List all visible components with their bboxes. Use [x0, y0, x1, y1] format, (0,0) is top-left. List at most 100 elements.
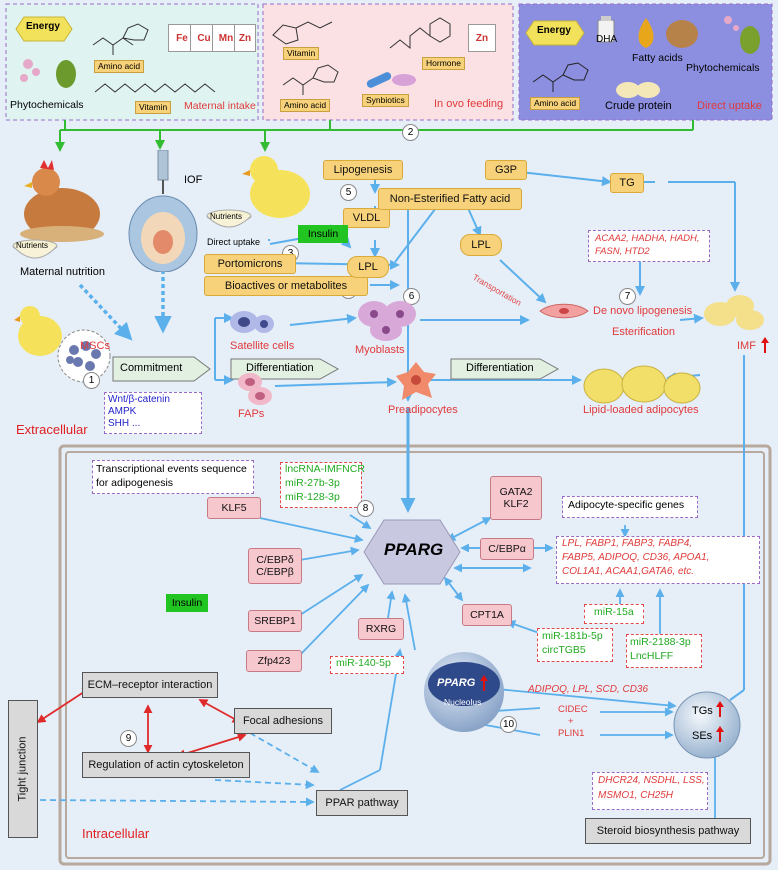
vitamin-structure-icon [272, 21, 333, 45]
vldl-box: VLDL [343, 208, 390, 228]
vitamin-structure-icon [94, 83, 216, 93]
pparg-up-arrow-icon [480, 675, 488, 691]
ncrna-mir128: miR-128-3p [285, 491, 340, 503]
step-number-6: 6 [403, 288, 420, 305]
amino-acid-tag: Amino acid [280, 99, 331, 112]
cebp-alpha-box: C/EBPα [480, 538, 534, 560]
lipid-droplets-icon [704, 295, 764, 330]
plin1-label: PLIN1 [558, 728, 585, 739]
dha-label: DHA [596, 34, 618, 45]
crude-protein-label: Crude protein [605, 100, 672, 112]
nucleolus-target-genes: ADIPOQ, LPL, SCD, CD36 [528, 684, 649, 695]
klf5-box: KLF5 [207, 497, 261, 519]
tg-box: TG [610, 173, 644, 193]
faps-label: FAPs [238, 408, 265, 420]
differentiation-arrow-1 [230, 358, 340, 380]
phytochemicals-label: Phytochemicals [686, 62, 760, 74]
tgs-up-arrow-icon [716, 701, 724, 717]
mir181-box [537, 628, 613, 662]
amino-acid-structure-icon [532, 62, 589, 92]
in-ovo-feeding-title: In ovo feeding [434, 98, 504, 110]
tight-junction-box: Tight junction [8, 700, 38, 838]
iof-egg-injection-icon [128, 150, 198, 272]
crude-protein-icon [616, 82, 660, 98]
hen-icon [20, 160, 104, 242]
mir2188-box [626, 634, 702, 668]
cebp-delta-label: C/EBPδ [256, 554, 294, 566]
g3p-box: G3P [485, 160, 527, 180]
cidec-label: CIDEC [558, 704, 588, 715]
amino-acid-tag: Amino acid [530, 97, 581, 110]
gata2-klf2-box: GATA2 KLF2 [490, 476, 542, 520]
transcriptional-line-1: Transcriptional events sequence [96, 463, 247, 475]
dha-bottle-icon [597, 16, 615, 43]
element-zn: Zn [468, 24, 496, 52]
insulin-tag: Insulin [298, 225, 348, 243]
pparg-label: PPARG [384, 540, 444, 559]
signals-box [104, 392, 202, 434]
imf-up-arrow-icon [761, 337, 769, 353]
circtgb5-label: circTGB5 [542, 644, 586, 656]
energy-label: Energy [537, 25, 571, 36]
phytochemicals-label: Phytochemicals [10, 99, 84, 111]
phytochemicals-plant-icon [724, 16, 760, 54]
nucleolus-sphere [424, 652, 504, 732]
signal-ampk: AMPK [108, 406, 137, 417]
differentiation-label-1: Differentiation [246, 362, 314, 374]
lpl-node: LPL [347, 256, 389, 278]
chick-icon [242, 156, 310, 218]
commitment-label: Commitment [120, 362, 183, 374]
preadipocytes-label: Preadipocytes [388, 404, 458, 416]
maternal-nutrition-label: Maternal nutrition [20, 266, 105, 278]
element-zn: Zn [234, 24, 256, 52]
fatty-acids-label: Fatty acids [632, 52, 683, 64]
iof-label: IOF [184, 174, 203, 186]
insulin-tag: Insulin [166, 594, 208, 612]
lipid-loaded-adipocytes-label: Lipid-loaded adipocytes [583, 404, 699, 416]
vitamin-tag: Vitamin [283, 47, 320, 60]
ses-label: SEs [692, 730, 713, 742]
cebp-beta-label: C/EBPβ [256, 566, 294, 578]
transcriptional-events-box [92, 460, 254, 494]
zfp423-box: Zfp423 [246, 650, 302, 672]
portomicrons-box: Portomicrons [204, 254, 296, 274]
nutrients-label: Nutrients [210, 212, 243, 221]
step-number-8: 8 [357, 500, 374, 517]
lipid-loaded-adipocytes-icon [583, 365, 701, 404]
mir140-box [330, 656, 404, 674]
extracellular-label: Extracellular [16, 422, 88, 437]
target-genes-line-3: COL1A1, ACAA1,GATA6, etc. [562, 566, 695, 577]
hormone-tag: Hormone [422, 57, 465, 70]
lpl-node-2: LPL [460, 234, 502, 256]
mir140-label: miR-140-5p [336, 657, 391, 669]
nucleolus-pparg-label: PPARG [437, 677, 476, 689]
rxrg-box: RXRG [358, 618, 404, 640]
target-genes-line-1: LPL, FABP1, FABP3, FABP4, [562, 538, 693, 549]
energy-badge-icon [525, 20, 585, 46]
focal-adhesions-box: Focal adhesions [234, 708, 332, 734]
amino-acid-tag: Amino acid [94, 60, 145, 73]
step-number-5: 5 [340, 184, 357, 201]
fat-genes-line-2: FASN, HTD2 [595, 246, 650, 257]
energy-badge-icon [15, 16, 73, 42]
adipocyte-genes-header-box [562, 496, 698, 518]
mir2188-label: miR-2188-3p [630, 636, 691, 648]
step-number-9: 9 [120, 730, 137, 747]
adipocyte-genes-label: Adipocyte-specific genes [568, 499, 685, 511]
mscs-label: MSCs [80, 340, 110, 352]
transcriptional-line-2: for adipogenesis [96, 477, 174, 489]
steroid-pathway-box: Steroid biosynthesis pathway [585, 818, 751, 844]
faps-icon [238, 373, 272, 405]
direct-uptake-label: Direct uptake [207, 237, 261, 247]
differentiation-label-2: Differentiation [466, 362, 534, 374]
vitamin-tag: Vitamin [135, 101, 172, 114]
srebp1-box: SREBP1 [248, 610, 302, 632]
ecm-receptor-box: ECM–receptor interaction [82, 672, 218, 698]
synbiotics-tag: Synbiotics [362, 94, 409, 107]
ncrna-8-box [280, 462, 362, 508]
nutrients-bowl-icon [206, 209, 252, 228]
phytochemicals-plant-icon [20, 59, 76, 88]
actin-cytoskeleton-box: Regulation of actin cytoskeleton [82, 752, 250, 778]
